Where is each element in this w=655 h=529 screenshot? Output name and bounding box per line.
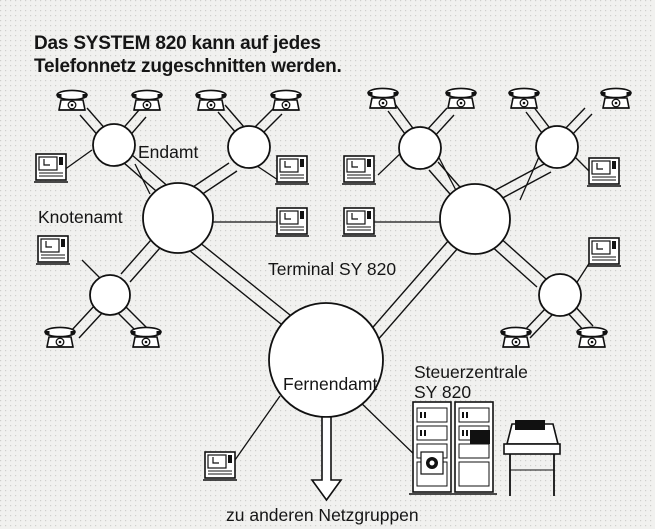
fernendamt-node (268, 302, 384, 418)
knotenamt-node-left (142, 182, 214, 254)
telephone-icon (445, 87, 477, 109)
telephone-icon (56, 89, 88, 111)
terminal-icon (274, 155, 310, 185)
endamt-node-lowerleft (89, 274, 131, 316)
terminal-icon (586, 157, 622, 187)
label-steuerzentrale: Steuerzentrale (414, 362, 528, 382)
terminal-icon (274, 207, 310, 237)
terminal-icon (35, 235, 71, 265)
endamt-node-rightB (535, 125, 579, 169)
endamt-node-rightC (538, 273, 582, 317)
endamt-node-left (92, 123, 136, 167)
terminal-icon (341, 207, 377, 237)
endamt-node-rightA (398, 126, 442, 170)
telephone-icon (44, 326, 76, 348)
terminal-icon (341, 155, 377, 185)
telephone-icon (367, 87, 399, 109)
endamt-node-mid (227, 125, 271, 169)
telephone-icon (600, 87, 632, 109)
telephone-icon (576, 326, 608, 348)
telephone-icon (270, 89, 302, 111)
terminal-icon (33, 153, 69, 183)
label-terminal: Terminal SY 820 (268, 259, 397, 279)
label-endamt: Endamt (138, 142, 199, 162)
terminal-icon (586, 237, 622, 267)
knotenamt-node-right (439, 183, 511, 255)
telephone-icon (130, 326, 162, 348)
label-knotenamt: Knotenamt (38, 207, 123, 227)
printer-icon (503, 420, 561, 496)
headline-line-2: Telefonnetz zugeschnitten werden. (34, 56, 342, 77)
terminal-icon (202, 451, 238, 481)
telephone-icon (500, 326, 532, 348)
telephone-icon (508, 87, 540, 109)
label-fernendamt: Fernendamt (283, 374, 378, 394)
telephone-icon (131, 89, 163, 111)
headline: Das SYSTEM 820 kann auf jedes Telefonnet… (34, 32, 342, 78)
label-netzgruppen: zu anderen Netzgruppen (226, 505, 419, 525)
headline-line-1: Das SYSTEM 820 kann auf jedes (34, 33, 321, 54)
label-steuerzentrale-model: SY 820 (414, 382, 472, 402)
telephone-icon (195, 89, 227, 111)
exchange-nodes (89, 123, 582, 418)
down-arrow-icon (310, 416, 343, 502)
steuerzentrale-cabinet-icon (409, 401, 497, 495)
single-lines (63, 149, 591, 461)
